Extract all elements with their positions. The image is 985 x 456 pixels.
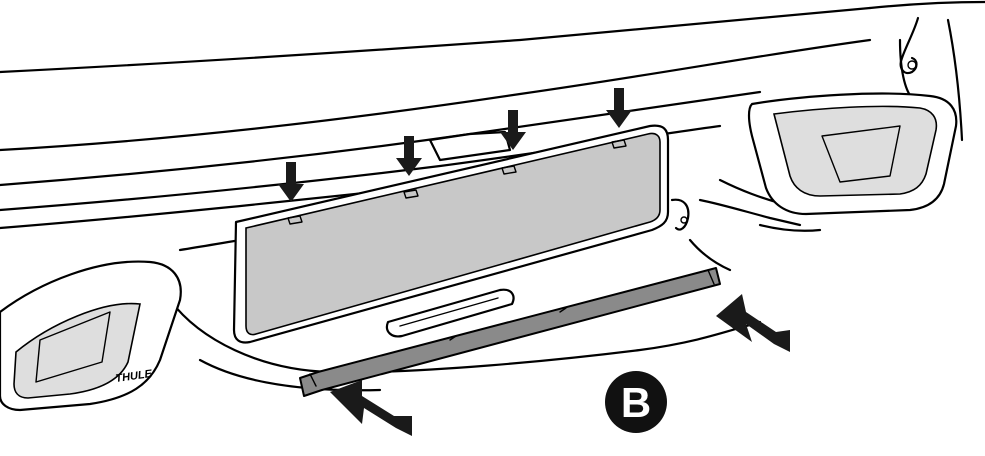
arrow-insert-icon [330,380,412,436]
right-tail-light [747,92,958,216]
arrow-down-icon [278,162,304,202]
left-tail-light: THULE [0,260,182,412]
step-label: B [621,379,651,426]
down-arrows [278,88,632,202]
arrow-down-icon [396,136,422,176]
license-plate-holder [232,124,690,344]
mounting-strip [299,267,721,397]
arrow-down-icon [500,110,526,150]
step-badge-icon: B [605,371,667,433]
brand-logo-text: THULE [115,368,154,385]
bottom-slot [385,288,515,338]
arrow-down-icon [606,88,632,128]
center-tab [428,130,512,162]
insert-arrows [330,294,790,436]
hook [899,16,920,75]
carrier-body [0,0,985,392]
arrow-insert-icon [716,294,790,352]
license-plate-panel [245,132,661,336]
